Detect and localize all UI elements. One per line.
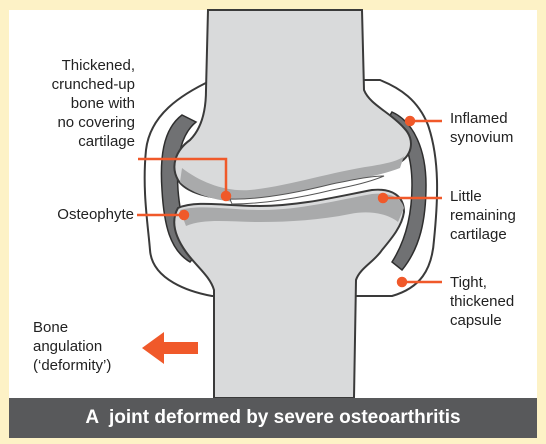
caption-bar: A joint deformed by severe osteoarthriti… — [9, 398, 537, 438]
label-osteophyte: Osteophyte — [18, 205, 134, 224]
label-tight-capsule: Tight, thickened capsule — [450, 273, 540, 330]
label-thickened-bone: Thickened, crunched-up bone with no cove… — [18, 56, 135, 151]
label-bone-angulation: Bone angulation (‘deformity’) — [33, 318, 143, 375]
diagram-caption: A joint deformed by severe osteoarthriti… — [85, 407, 460, 429]
label-little-cartilage: Little remaining cartilage — [450, 187, 540, 244]
label-inflamed-synovium: Inflamed synovium — [450, 109, 540, 147]
angulation-arrow-icon — [142, 332, 198, 364]
